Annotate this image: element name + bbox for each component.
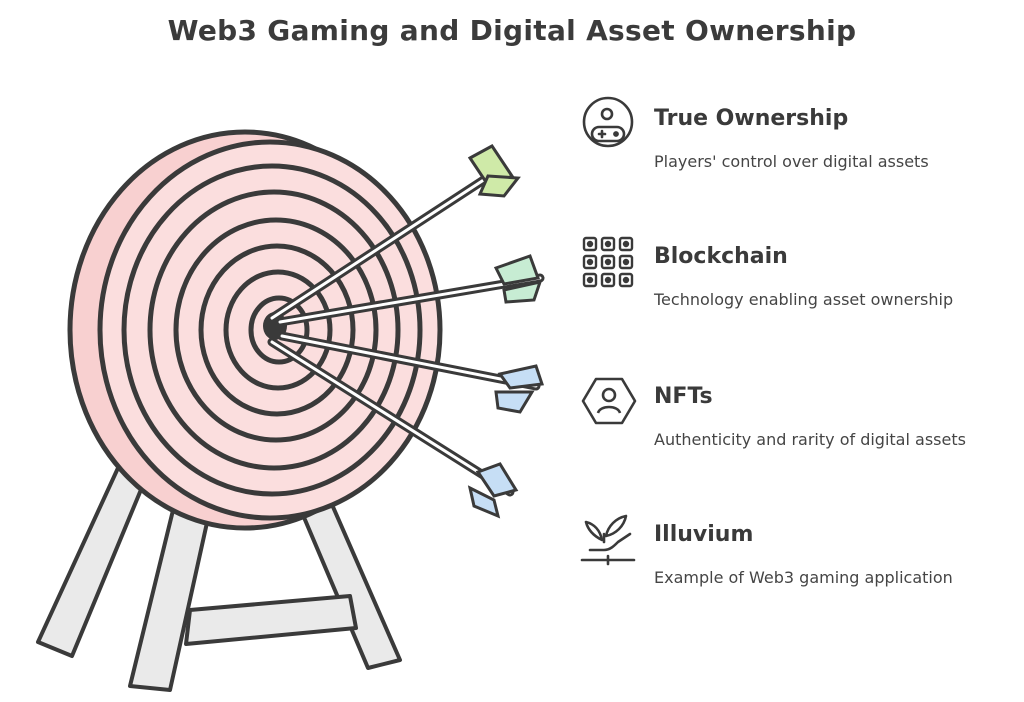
page-title: Web3 Gaming and Digital Asset Ownership xyxy=(167,14,857,47)
blockchain-grid-icon xyxy=(580,234,638,292)
item-description: Players' control over digital assets xyxy=(654,152,929,171)
item-label: Blockchain xyxy=(654,244,788,269)
arrow-1 xyxy=(267,144,521,323)
target-board xyxy=(67,129,443,531)
item-label: Illuvium xyxy=(654,522,754,547)
gamer-controller-icon xyxy=(580,96,638,154)
item-description: Example of Web3 gaming application xyxy=(654,568,953,587)
arrow-2 xyxy=(275,254,545,327)
sprout-hand-icon xyxy=(580,512,638,570)
item-description: Authenticity and rarity of digital asset… xyxy=(654,430,966,449)
item-description: Technology enabling asset ownership xyxy=(654,290,954,309)
item-label: NFTs xyxy=(654,384,713,409)
arrow-3 xyxy=(277,331,545,414)
arrow-4 xyxy=(267,337,519,519)
nft-user-hexagon-icon xyxy=(580,374,638,432)
item-label: True Ownership xyxy=(654,106,849,131)
target-stand xyxy=(36,466,402,692)
